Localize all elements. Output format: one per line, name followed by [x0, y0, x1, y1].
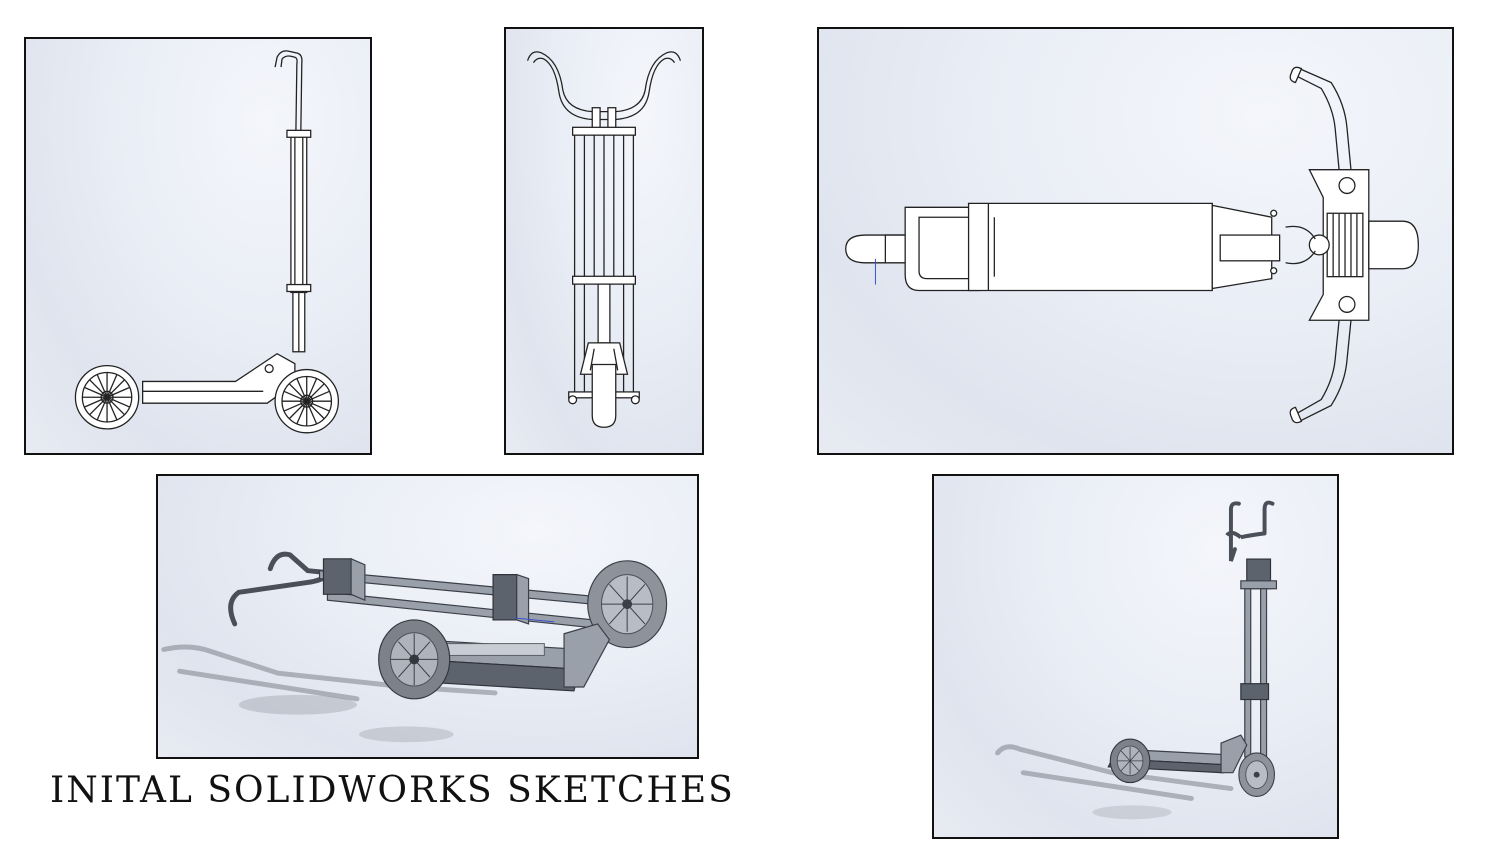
front-view-panel [504, 27, 704, 455]
folded-isometric-drawing [161, 551, 668, 743]
top-view-drawing [845, 66, 1419, 424]
folded-isometric-view-panel [156, 474, 699, 759]
caption-title: INITAL SOLIDWORKS SKETCHES [50, 770, 735, 811]
side-view-drawing [74, 50, 340, 434]
upright-isometric-drawing [995, 500, 1278, 820]
top-view-panel [817, 27, 1454, 455]
upright-isometric-view-panel [932, 474, 1339, 839]
side-view-panel [24, 37, 372, 455]
front-view-drawing [526, 51, 682, 428]
